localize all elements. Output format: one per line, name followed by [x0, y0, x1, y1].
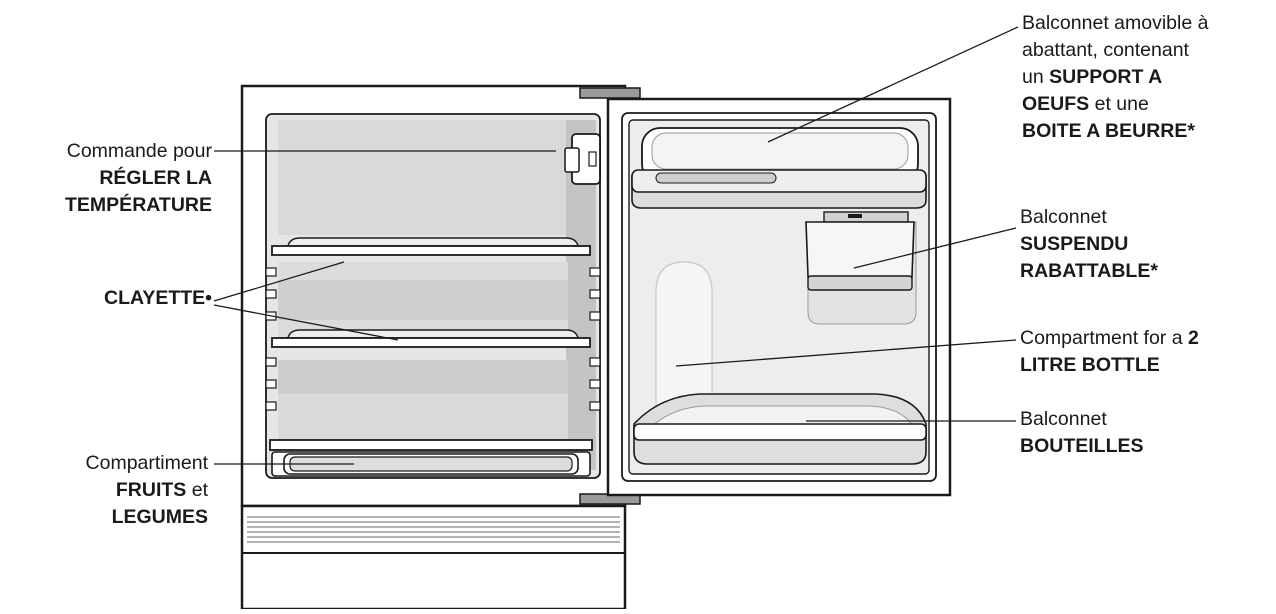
base-grille — [247, 516, 620, 543]
label-hanging-balcony: Balconnet SUSPENDU RABATTABLE* — [1020, 204, 1158, 285]
hinge-top — [579, 87, 641, 99]
bottle-compartment-line-2: LITRE BOTTLE — [1020, 354, 1160, 376]
bottle-compartment — [655, 261, 713, 419]
temperature-line-3: TEMPÉRATURE — [65, 194, 212, 216]
label-egg-balcony: Balconnet amovible à abattant, contenant… — [1022, 10, 1208, 145]
egg-line-2: abattant, contenant — [1022, 39, 1189, 61]
crisper-line-3: LEGUMES — [111, 506, 208, 528]
cabinet — [240, 84, 627, 611]
egg-line-1: Balconnet amovible à — [1022, 12, 1209, 34]
cabinet-base — [240, 504, 627, 611]
shelf-line-1: CLAYETTE• — [104, 287, 212, 309]
hanging-line-1: Balconnet — [1020, 206, 1107, 228]
crisper-drawer — [271, 451, 591, 477]
hanging-line-2: SUSPENDU — [1020, 233, 1129, 255]
temperature-line-1: Commande pour — [66, 140, 212, 162]
interior-shadow-band-1 — [278, 280, 568, 320]
egg-line-5: BOITE A BEURRE* — [1022, 120, 1195, 142]
bottle-balcony-line-2: BOUTEILLES — [1020, 435, 1144, 457]
label-crisper: Compartiment FRUITS et LEGUMES — [0, 450, 208, 531]
interior-lower-band — [278, 394, 568, 440]
leader-shelf-upper — [213, 261, 345, 302]
crisper-line-1: Compartiment — [85, 452, 208, 474]
bottle-compartment-line-1: Compartment for a 2 — [1020, 327, 1199, 349]
leader-egg-balcony — [767, 26, 1019, 143]
thermostat-control — [564, 133, 601, 185]
bottle-balcony-line-1: Balconnet — [1020, 408, 1107, 430]
leader-bottle-compartment — [675, 339, 1017, 367]
label-bottle-compartment: Compartment for a 2 LITRE BOTTLE — [1020, 325, 1199, 379]
interior-shadow-band-2 — [278, 360, 568, 394]
interior-back-wall — [278, 120, 568, 235]
crisper-line-2: FRUITS et — [115, 479, 208, 501]
leader-lines — [213, 26, 1019, 465]
shelf-rails — [265, 267, 601, 411]
leader-hanging-balcony — [853, 227, 1017, 269]
shelf-upper — [271, 237, 591, 256]
temperature-line-2: RÉGLER LA — [99, 167, 212, 189]
bottle-balcony — [633, 393, 927, 465]
shelf-lower — [269, 439, 593, 451]
egg-balcony — [631, 127, 927, 209]
egg-line-4: OEUFS et une — [1022, 93, 1149, 115]
hanging-line-3: RABATTABLE* — [1020, 260, 1158, 282]
hanging-balcony — [805, 211, 917, 325]
shelf-middle — [271, 329, 591, 348]
leader-shelf-middle — [213, 304, 399, 341]
door — [606, 97, 952, 497]
egg-line-3: un SUPPORT A — [1022, 66, 1163, 88]
label-bottle-balcony: Balconnet BOUTEILLES — [1020, 406, 1144, 460]
label-shelf: CLAYETTE• — [0, 285, 212, 312]
label-temperature-control: Commande pour RÉGLER LA TEMPÉRATURE — [0, 138, 212, 219]
